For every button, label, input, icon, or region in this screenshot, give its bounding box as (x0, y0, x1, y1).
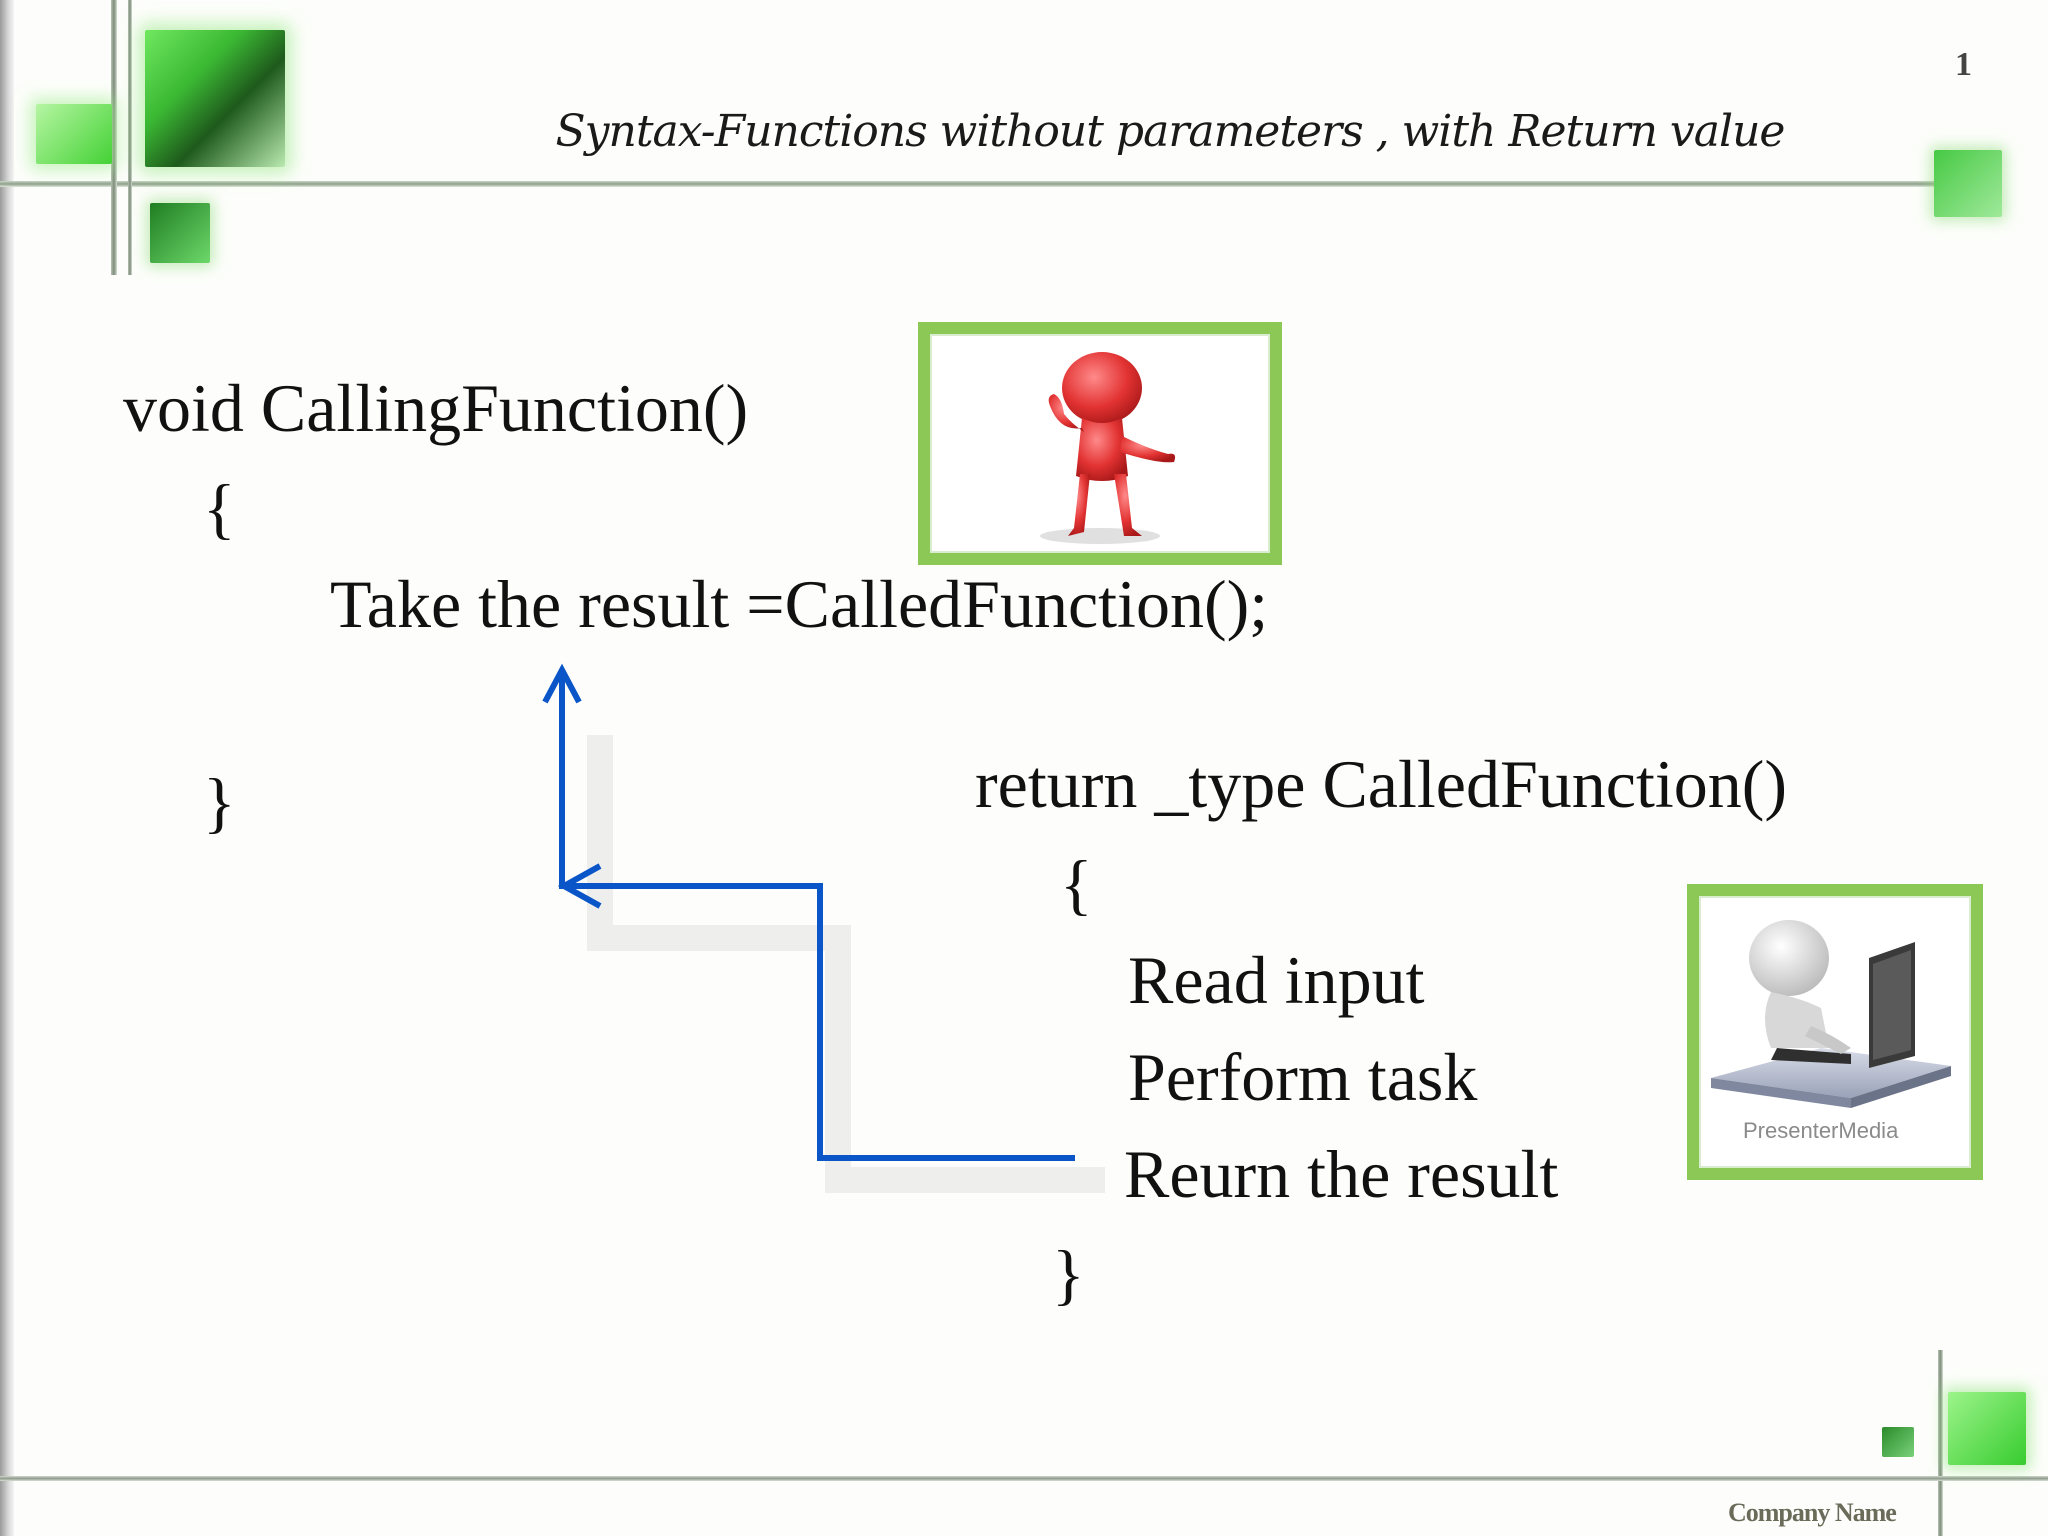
presenter-image-frame: PresenterMedia (1687, 884, 1983, 1180)
computer-user-icon: PresenterMedia (1701, 898, 1969, 1166)
presenter-caption-text: PresenterMedia (1743, 1118, 1899, 1143)
red-figure-image-frame (918, 322, 1282, 565)
red-figure-icon (932, 336, 1268, 551)
